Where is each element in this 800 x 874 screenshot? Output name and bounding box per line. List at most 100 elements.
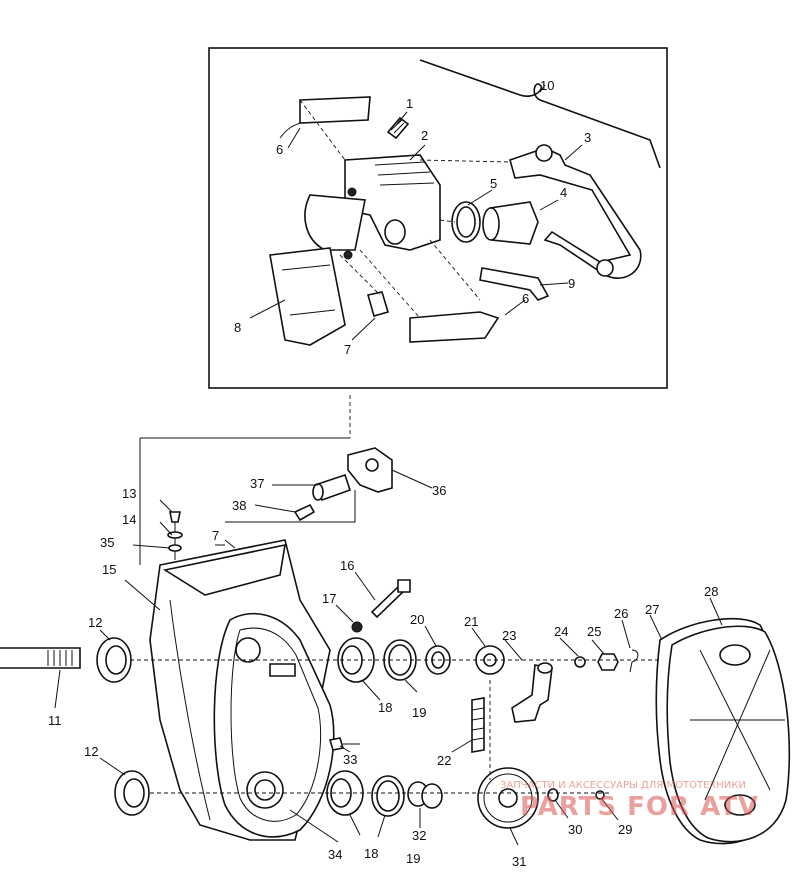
- stud-upper: [269, 663, 296, 677]
- watermark-caption: ЗАПЧАСТИ И АКСЕССУАРЫ ДЛЯ МОТОТЕХНИКИ: [500, 780, 746, 791]
- label-27: 27: [645, 602, 659, 617]
- cable-part-10: [419, 59, 661, 169]
- outer-pad-part-8: [269, 247, 346, 346]
- fitting-leader: [215, 490, 356, 546]
- bracket-part-3: [509, 147, 642, 279]
- label-2: 2: [421, 128, 428, 143]
- main-assembly: 11 12 12 13 14 35 15 7 37 38 36 16 17 18…: [0, 447, 791, 869]
- inset-leaders: [249, 84, 583, 341]
- bushing-part-32-b: [421, 783, 443, 809]
- label-36: 36: [432, 483, 446, 498]
- bleeder-screw-part-1: [386, 116, 410, 140]
- tensioner-pivot: [537, 662, 553, 674]
- bracket-hole-bottom: [596, 259, 614, 277]
- caliper-lower-hole: [343, 250, 353, 260]
- label-31: 31: [512, 854, 526, 869]
- inset-assembly-lines: [299, 99, 511, 319]
- label-35: 35: [100, 535, 114, 550]
- label-15: 15: [102, 562, 116, 577]
- washer-part-14: [167, 531, 183, 539]
- bracket-hole-top: [535, 144, 553, 162]
- case-cover-part-34: [213, 612, 335, 838]
- caliper-bore: [384, 219, 406, 245]
- washer-part-30: [547, 788, 559, 802]
- label-22: 22: [437, 753, 451, 768]
- bracket-36-hole: [365, 458, 379, 472]
- label-38: 38: [232, 498, 246, 513]
- seal-12-top-inner: [105, 645, 127, 675]
- label-6-top: 6: [276, 142, 283, 157]
- caliper-bolt-hole: [347, 187, 357, 197]
- case-top-flange-7: [162, 543, 286, 596]
- label-29: 29: [618, 822, 632, 837]
- brake-pad-lower-part-6: [409, 311, 500, 343]
- cotter-pin-part-26: [629, 649, 639, 673]
- fitting-37-end: [312, 483, 324, 501]
- caliper-inset: 1 2 3 4 5 6 6 7 8 9 10: [208, 47, 668, 389]
- caliper-fins: [374, 161, 435, 186]
- label-7-main: 7: [212, 528, 219, 543]
- watermark: ЗАПЧАСТИ И АКСЕССУАРЫ ДЛЯ МОТОТЕХНИКИ PA…: [500, 780, 759, 822]
- outer-cover-part-28: [666, 625, 791, 843]
- bolt-16-head: [397, 579, 411, 593]
- cover-ribs: [690, 649, 785, 801]
- outer-pad-lines: [281, 264, 336, 316]
- bearing-18-top-inner: [341, 645, 363, 675]
- case-inner-edge: [169, 599, 211, 821]
- tensioner-part-23: [511, 664, 553, 723]
- label-6-lower: 6: [522, 291, 529, 306]
- label-17: 17: [322, 591, 336, 606]
- chain-part-22: [471, 697, 485, 753]
- assembly-axis-lines: [130, 659, 660, 794]
- label-19-top: 19: [412, 705, 426, 720]
- label-13: 13: [122, 486, 136, 501]
- label-1: 1: [406, 96, 413, 111]
- label-26: 26: [614, 606, 628, 621]
- label-12-top: 12: [88, 615, 102, 630]
- bolt-part-13: [169, 511, 181, 523]
- bolt-part-7-inset: [366, 291, 389, 317]
- watermark-brand: PARTS FOR ATV: [520, 792, 759, 822]
- label-21: 21: [464, 614, 478, 629]
- label-24: 24: [554, 624, 568, 639]
- bolt-part-33: [328, 737, 345, 751]
- washer-part-35: [168, 544, 182, 552]
- label-4: 4: [560, 185, 567, 200]
- inset-frame: [208, 47, 668, 389]
- label-18-bottom: 18: [364, 846, 378, 861]
- seal-ring-inner: [456, 206, 476, 238]
- assembly-leaders: [54, 469, 723, 846]
- label-5: 5: [490, 176, 497, 191]
- label-8: 8: [234, 320, 241, 335]
- label-11: 11: [48, 713, 62, 728]
- piston-face: [482, 207, 500, 241]
- label-37: 37: [250, 476, 264, 491]
- ring-19-bottom-inner: [376, 780, 400, 812]
- gear-31-teeth: [483, 773, 533, 823]
- label-18-top: 18: [378, 700, 392, 715]
- label-19-bottom: 19: [406, 851, 420, 866]
- label-7-inset: 7: [344, 342, 351, 357]
- washer-part-24: [574, 656, 586, 668]
- axle-spline: [47, 650, 73, 666]
- bracket-line: [139, 437, 350, 565]
- label-10: 10: [540, 78, 554, 93]
- screw-part-38: [293, 503, 316, 522]
- axle-shaft-part-11: [0, 647, 81, 669]
- seal-12-bottom-inner: [123, 778, 145, 808]
- label-23: 23: [502, 628, 516, 643]
- caliper-cylinder: [304, 194, 366, 251]
- label-25: 25: [587, 624, 601, 639]
- label-20: 20: [410, 612, 424, 627]
- label-12-bottom: 12: [84, 744, 98, 759]
- label-34: 34: [328, 847, 342, 862]
- brake-pad-top-part-6: [299, 96, 371, 124]
- label-28: 28: [704, 584, 718, 599]
- label-16: 16: [340, 558, 354, 573]
- upper-shaft-hole: [235, 637, 261, 663]
- hose-part-9: [479, 267, 550, 301]
- label-32: 32: [412, 828, 426, 843]
- cover-boss-bottom: [724, 794, 756, 816]
- label-30: 30: [568, 822, 582, 837]
